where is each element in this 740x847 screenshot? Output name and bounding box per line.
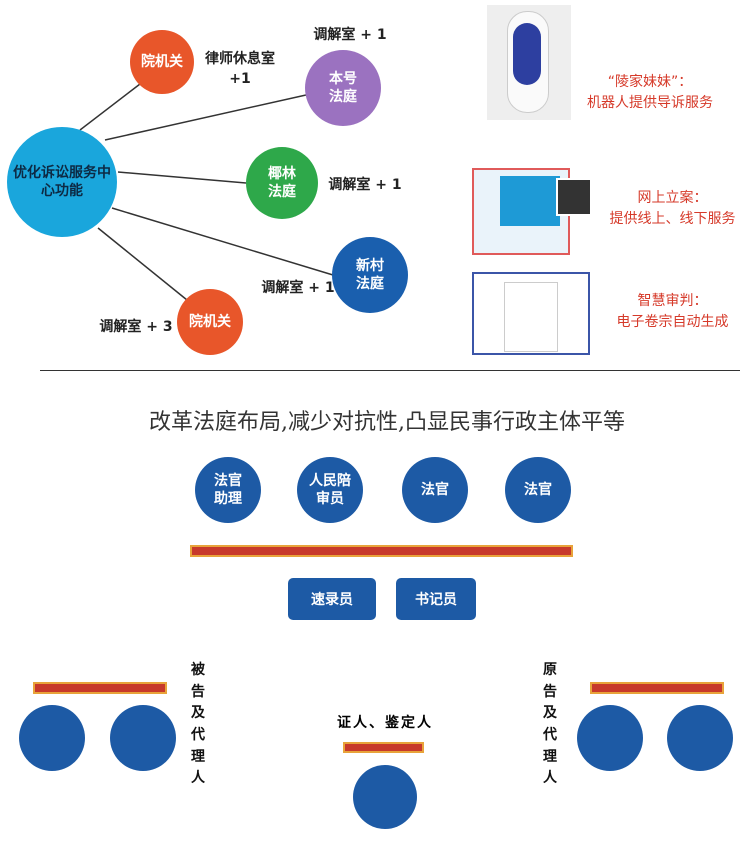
note-xincun: 调解室 + 1 xyxy=(261,280,335,296)
clerk-stenographer: 速录员 xyxy=(288,578,376,620)
plaintiff-seat-1 xyxy=(577,705,643,771)
feature-title: 智慧审判： xyxy=(637,293,708,309)
divider xyxy=(40,370,740,371)
feature-title: “陵家妹妹”： xyxy=(607,74,693,90)
bench-juror: 人民陪审员 xyxy=(297,457,363,523)
online-filing-screenshot xyxy=(472,168,592,255)
bench-judge-2: 法官 xyxy=(505,457,571,523)
note-yuanjiguan-bottom: 调解室 + 3 xyxy=(99,319,173,335)
note-yelin: 调解室 + 1 xyxy=(328,177,402,193)
node-yuanjiguan-bottom: 院机关 xyxy=(177,289,243,355)
robot-image xyxy=(487,5,571,120)
plaintiff-bar xyxy=(590,682,724,694)
feature-smart-trial: 智慧审判： 电子卷宗自动生成 xyxy=(605,291,740,333)
bench-judge-assistant: 法官助理 xyxy=(195,457,261,523)
plaintiff-label: 原告及代理人 xyxy=(543,662,557,787)
bench-bar xyxy=(190,545,573,557)
courtroom-title: 改革法庭布局,减少对抗性,凸显民事行政主体平等 xyxy=(149,410,625,435)
node-xincun: 新村法庭 xyxy=(332,237,408,313)
witness-seat xyxy=(353,765,417,829)
plaintiff-seat-2 xyxy=(667,705,733,771)
note-lawyer-room: 律师休息室 +1 xyxy=(205,51,275,87)
feature-title: 网上立案： xyxy=(637,190,708,206)
node-yelin: 椰林法庭 xyxy=(246,147,318,219)
feature-robot: “陵家妹妹”： 机器人提供导诉服务 xyxy=(570,72,730,114)
witness-bar xyxy=(343,742,424,753)
feature-desc: 提供线上、线下服务 xyxy=(609,211,736,227)
note-benhao: 调解室 + 1 xyxy=(313,27,387,43)
defendant-label: 被告及代理人 xyxy=(191,662,205,787)
defendant-seat-1 xyxy=(19,705,85,771)
node-yuanjiguan-top: 院机关 xyxy=(130,30,194,94)
defendant-bar xyxy=(33,682,167,694)
defendant-seat-2 xyxy=(110,705,176,771)
smart-trial-screenshot xyxy=(472,272,590,355)
feature-desc: 机器人提供导诉服务 xyxy=(587,95,713,111)
connector-lines xyxy=(79,83,334,301)
hub-center: 优化诉讼服务中心功能 xyxy=(7,127,117,237)
witness-label: 证人、鉴定人 xyxy=(337,715,433,731)
bench-judge-1: 法官 xyxy=(402,457,468,523)
node-benhao: 本号法庭 xyxy=(305,50,381,126)
feature-online-filing: 网上立案： 提供线上、线下服务 xyxy=(600,188,740,230)
feature-desc: 电子卷宗自动生成 xyxy=(616,314,729,330)
clerk-secretary: 书记员 xyxy=(396,578,476,620)
